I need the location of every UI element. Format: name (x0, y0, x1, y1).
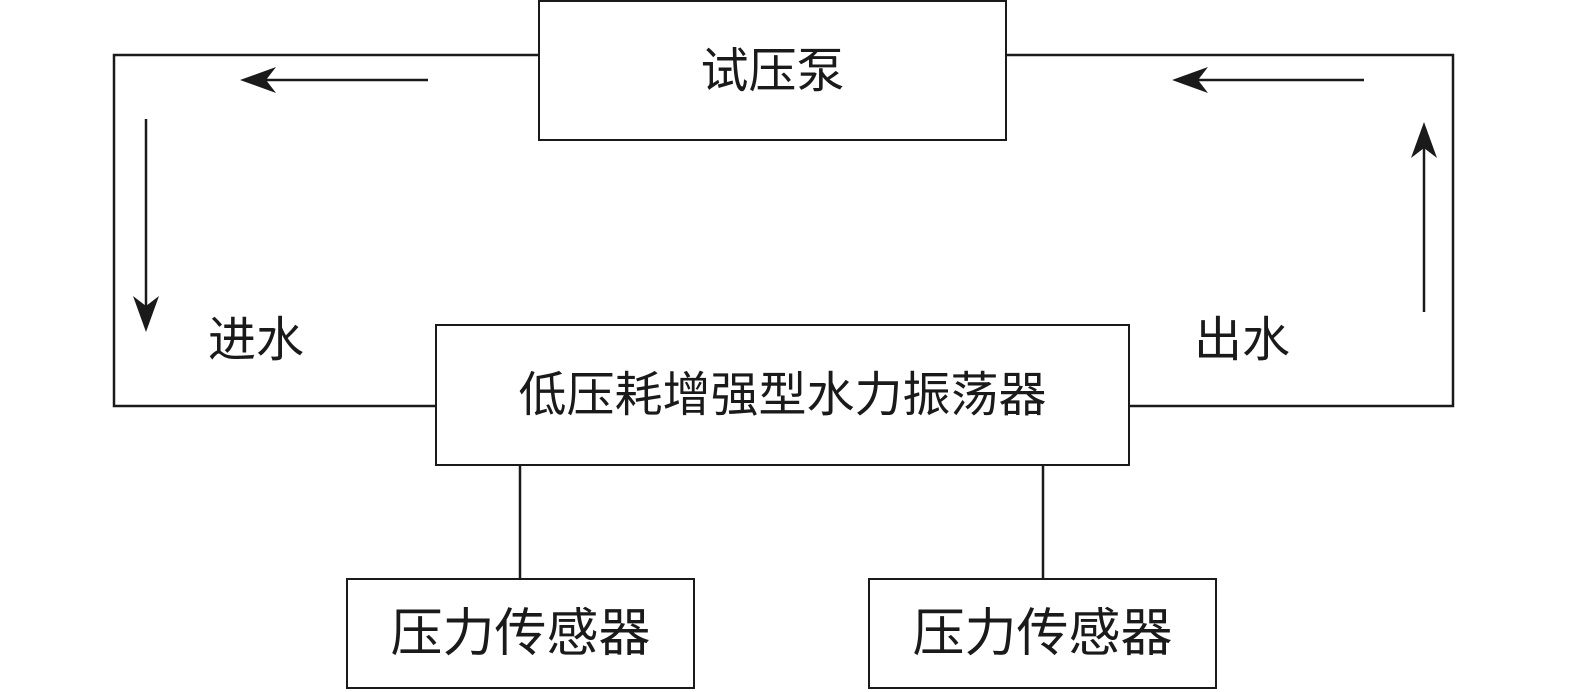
outlet-pipe (1007, 53, 1455, 408)
arrow-up-right (1411, 122, 1437, 312)
inlet-pipe (112, 53, 538, 408)
pressure-sensor-left-box: 压力传感器 (346, 578, 695, 689)
test-pump-box: 试压泵 (538, 0, 1007, 141)
pressure-sensor-right-label: 压力传感器 (912, 603, 1173, 664)
inlet-label: 进水 (208, 312, 305, 368)
outlet-label: 出水 (1194, 312, 1291, 368)
hydraulic-oscillator-box: 低压耗增强型水力振荡器 (435, 324, 1130, 466)
hydraulic-oscillator-label: 低压耗增强型水力振荡器 (518, 367, 1047, 423)
arrow-right-top (1172, 67, 1364, 93)
pressure-sensor-left-label: 压力传感器 (390, 603, 651, 664)
arrow-down-left (133, 119, 159, 332)
arrow-left-top (240, 67, 428, 93)
test-pump-label: 试压泵 (700, 42, 845, 99)
pressure-sensor-right-box: 压力传感器 (868, 578, 1217, 689)
